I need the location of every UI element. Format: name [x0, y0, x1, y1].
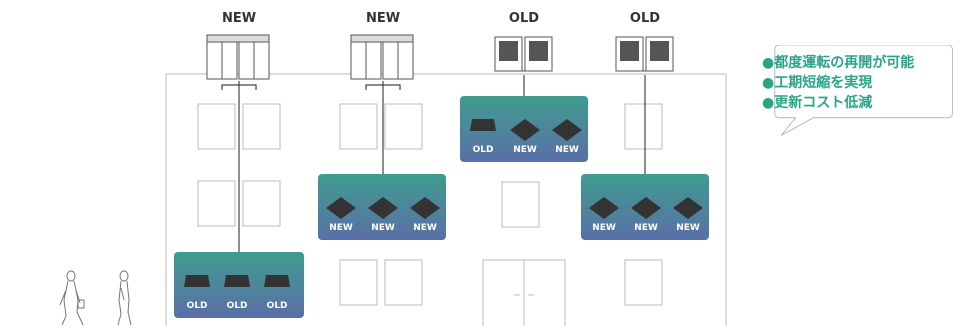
pedestrians-illustration	[59, 270, 132, 326]
outdoor-unit-2-caption: NEW	[365, 11, 401, 26]
door	[482, 259, 566, 330]
indoor-unit-label: NEW	[329, 223, 353, 233]
benefit-item: ●都度運転の再開が可能	[762, 55, 915, 71]
indoor-unit-label: NEW	[371, 223, 395, 233]
outdoor-unit-3-old	[494, 36, 553, 72]
outdoor-unit-4-caption: OLD	[629, 11, 661, 26]
outdoor-unit-4-old	[615, 36, 674, 72]
benefit-item: ●工期短縮を実現	[762, 75, 873, 91]
indoor-unit-label: OLD	[473, 145, 494, 155]
indoor-unit-label: NEW	[676, 223, 700, 233]
indoor-group-2: NEW NEW NEW	[318, 174, 446, 240]
speech-bubble	[774, 45, 953, 136]
indoor-unit-label: NEW	[413, 223, 437, 233]
indoor-unit-label: NEW	[513, 145, 537, 155]
outdoor-unit-2-new	[350, 34, 414, 80]
outdoor-unit-1-caption: NEW	[221, 11, 257, 26]
benefits-list: ●都度運転の再開が可能 ●工期短縮を実現 ●更新コスト低減	[762, 53, 914, 113]
indoor-unit-label: OLD	[187, 301, 208, 311]
indoor-group-3: OLD NEW NEW	[460, 96, 588, 162]
indoor-unit-label: OLD	[267, 301, 288, 311]
windows	[197, 103, 663, 306]
indoor-group-1: OLD OLD OLD	[174, 252, 304, 318]
indoor-unit-label: NEW	[592, 223, 616, 233]
indoor-unit-label: NEW	[634, 223, 658, 233]
outdoor-unit-1-new	[206, 34, 270, 80]
outdoor-unit-3-caption: OLD	[508, 11, 540, 26]
indoor-unit-label: NEW	[555, 145, 579, 155]
benefit-item: ●更新コスト低減	[762, 95, 873, 111]
indoor-unit-label: OLD	[227, 301, 248, 311]
indoor-group-4: NEW NEW NEW	[581, 174, 709, 240]
